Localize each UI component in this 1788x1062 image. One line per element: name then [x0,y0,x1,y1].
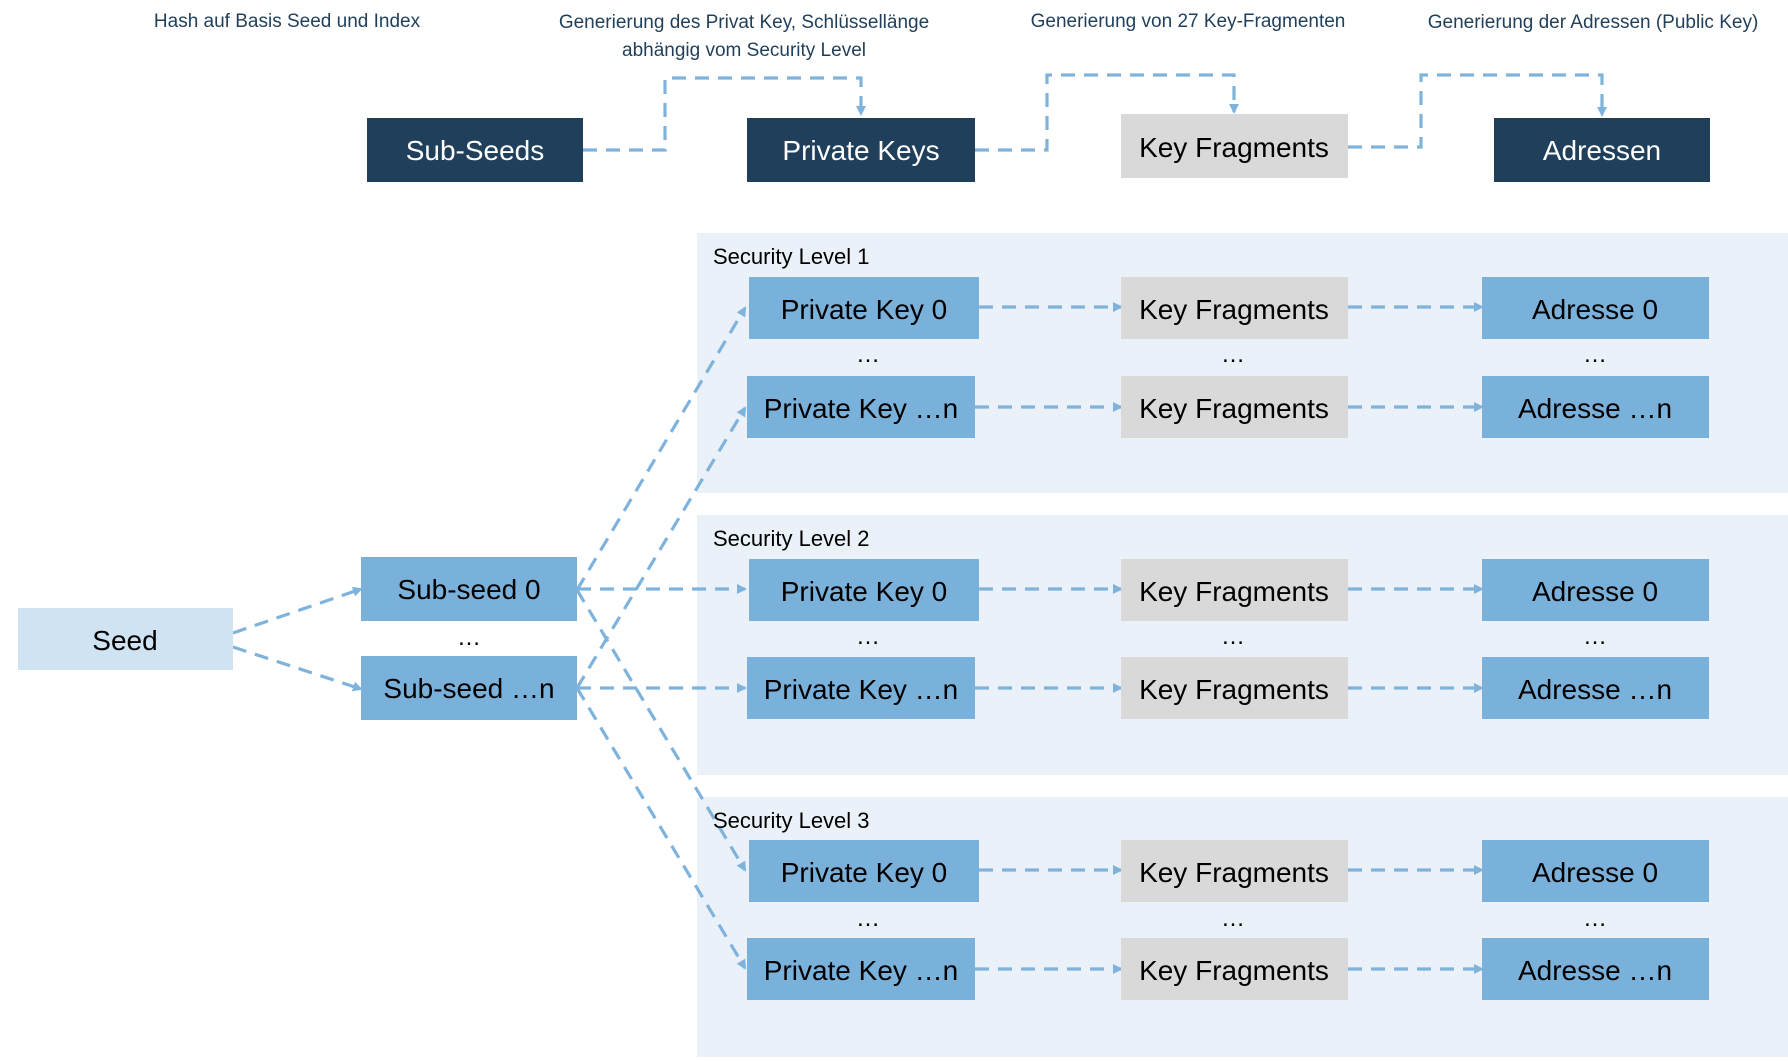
level2-ad-ellipsis: … [1583,623,1607,650]
level2-adresse-0-box [1482,559,1709,621]
level1-key-fragments-0-label: Key Fragments [1139,294,1329,325]
level3-key-fragments-0-box [1121,840,1348,902]
security-level-2: Security Level 2 Private Key 0 Key Fragm… [713,526,1709,719]
level2-key-fragments-n-label: Key Fragments [1139,674,1329,705]
level3-adresse-0-label: Adresse 0 [1532,857,1658,888]
subseed-n-box [361,656,577,720]
level3-key-fragments-0-label: Key Fragments [1139,857,1329,888]
header-connector-fragments-addresses [1348,73,1607,149]
level3-key-fragments-n-box [1121,938,1348,1000]
annotation-privkey-line1: Generierung des Privat Key, Schlüssellän… [559,12,929,33]
level2-adresse-n-box [1482,657,1709,719]
seed-box-label: Seed [92,625,157,656]
header-box-key-fragments [1121,114,1348,178]
level2-adresse-0-label: Adresse 0 [1532,576,1658,607]
level2-adresse-n-label: Adresse …n [1518,674,1672,705]
header-connector-privkeys-fragments [975,73,1239,152]
header-box-adressen-label: Adressen [1543,135,1661,166]
level2-key-fragments-n-box [1121,657,1348,719]
security-level-3: Security Level 3 Private Key 0 Key Fragm… [713,808,1709,1000]
level1-adresse-0-label: Adresse 0 [1532,294,1658,325]
header-box-subseeds-label: Sub-Seeds [406,135,545,166]
level3-pk-ellipsis: … [856,905,880,932]
level3-adresse-n-box [1482,938,1709,1000]
level1-key-fragments-n-label: Key Fragments [1139,393,1329,424]
security-level-1-panel [697,233,1788,493]
header-box-key-fragments-label: Key Fragments [1139,132,1329,163]
level1-key-fragments-0-box [1121,277,1348,339]
subseed-n-label: Sub-seed …n [383,673,554,704]
header-box-subseeds [367,118,583,182]
level1-private-key-0-box [749,277,979,339]
level1-kf-ellipsis: … [1221,341,1245,368]
header-connector-subseeds-privkeys [583,76,866,152]
subseedn-to-level3-pkn-connector [575,687,747,970]
level1-private-key-n-box [747,376,975,438]
security-level-1-title: Security Level 1 [713,244,870,269]
level2-key-fragments-0-box [1121,559,1348,621]
subseed0-to-level3-pk0-connector [575,589,747,872]
annotation-addresses: Generierung der Adressen (Public Key) [1428,12,1759,33]
annotation-privkey-line2: abhängig vom Security Level [622,40,866,61]
level1-adresse-n-label: Adresse …n [1518,393,1672,424]
subseed-ellipsis: … [457,624,481,651]
level3-private-key-0-label: Private Key 0 [781,857,948,888]
level3-private-key-0-box [749,840,979,902]
seed-box [18,608,233,670]
level1-adresse-0-box [1482,277,1709,339]
level2-pk-ellipsis: … [856,623,880,650]
security-level-1: Security Level 1 Private Key 0 Key Fragm… [713,244,1709,438]
level1-adresse-n-box [1482,376,1709,438]
level2-key-fragments-0-label: Key Fragments [1139,576,1329,607]
security-level-3-title: Security Level 3 [713,808,870,833]
level3-kf-ellipsis: … [1221,905,1245,932]
subseed-0-box [361,557,577,621]
level1-pk-ellipsis: … [856,341,880,368]
header-box-adressen [1494,118,1710,182]
level3-adresse-0-box [1482,840,1709,902]
level1-ad-ellipsis: … [1583,341,1607,368]
level1-key-fragments-n-box [1121,376,1348,438]
level3-key-fragments-n-label: Key Fragments [1139,955,1329,986]
level1-private-key-n-label: Private Key …n [764,393,959,424]
level3-private-key-n-label: Private Key …n [764,955,959,986]
level1-private-key-0-label: Private Key 0 [781,294,948,325]
security-level-2-title: Security Level 2 [713,526,870,551]
level2-private-key-0-label: Private Key 0 [781,576,948,607]
subseedn-to-level1-pkn-connector [575,406,747,689]
level2-private-key-0-box [749,559,979,621]
level2-private-key-n-box [747,657,975,719]
level2-kf-ellipsis: … [1221,623,1245,650]
annotation-hash: Hash auf Basis Seed und Index [154,11,421,32]
subseed0-to-level1-pk0-connector [575,306,747,591]
header-box-private-keys-label: Private Keys [782,135,939,166]
security-level-2-panel [697,515,1788,775]
seed-to-subseedn-connector [232,645,363,692]
subseed-0-label: Sub-seed 0 [397,574,540,605]
level3-ad-ellipsis: … [1583,905,1607,932]
level3-adresse-n-label: Adresse …n [1518,955,1672,986]
header-box-private-keys [747,118,975,182]
level2-private-key-n-label: Private Key …n [764,674,959,705]
level3-private-key-n-box [747,938,975,1000]
seed-to-subseed0-connector [232,586,363,635]
annotation-fragments: Generierung von 27 Key-Fragmenten [1031,11,1346,32]
